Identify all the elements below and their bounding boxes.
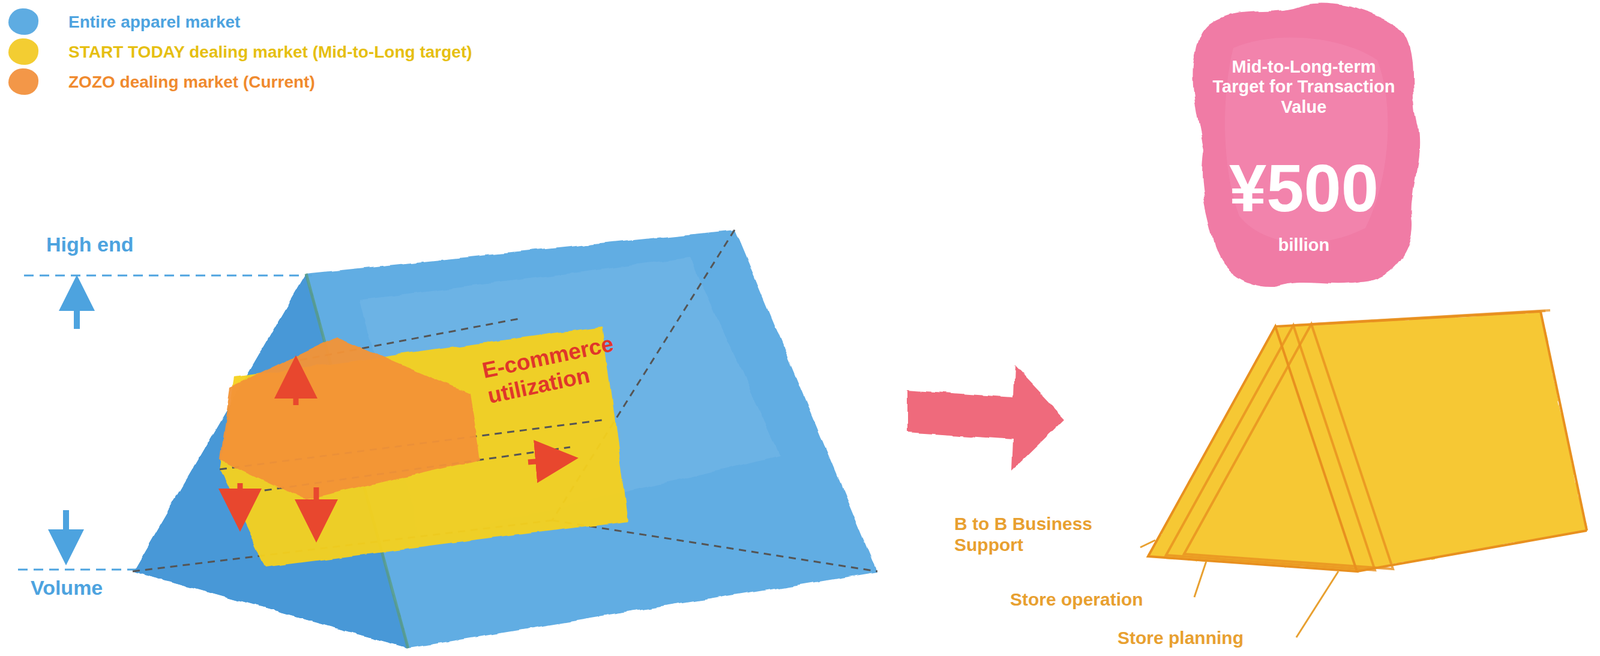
transition-arrow (908, 364, 1066, 472)
legend-swatch (8, 38, 39, 65)
legend-text: ZOZO dealing market (Current) (68, 72, 316, 92)
node-text: billion (1185, 235, 1423, 256)
target-blob: Mid-to-Long-term Target for Transaction … (1185, 0, 1423, 295)
current-market-shape (219, 336, 480, 500)
apparel-market-prism (132, 229, 878, 649)
target-market-shape (219, 326, 628, 567)
legend-swatch (8, 8, 39, 35)
level-label: High end (46, 232, 203, 257)
node-text: ¥500 (1185, 154, 1423, 223)
layer-label: Store operation (1010, 589, 1203, 611)
level-label: Volume (30, 576, 187, 600)
layer-label: Store planning (1117, 627, 1310, 649)
leader-lines (1140, 540, 1339, 638)
legend-text: START TODAY dealing market (Mid-to-Long … (68, 42, 473, 62)
legend-text: Entire apparel market (68, 12, 241, 32)
node-text: Mid-to-Long-term Target for Transaction … (1185, 57, 1423, 118)
layer-label: B to B Business Support (954, 513, 1135, 556)
legend-swatch (8, 68, 39, 95)
hidden-edges (132, 229, 878, 572)
business-prism (1148, 310, 1587, 572)
